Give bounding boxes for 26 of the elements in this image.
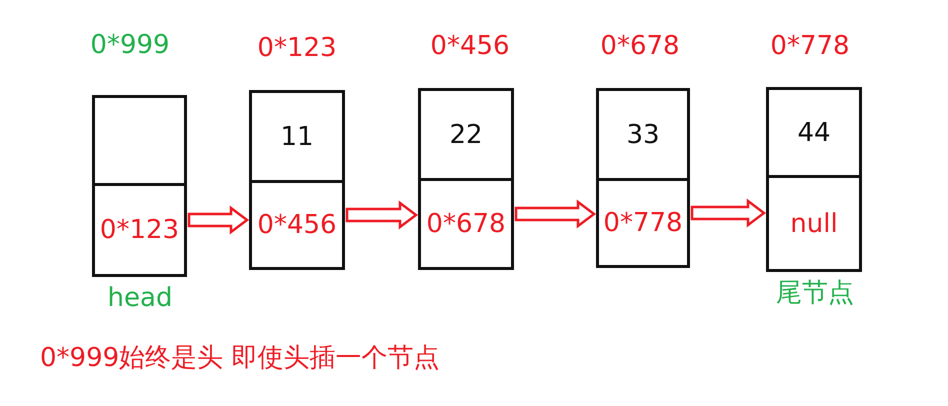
address-label: 0*778 [770, 31, 850, 61]
address-label: 0*123 [257, 33, 337, 63]
list-node-box [249, 90, 345, 270]
address-label: 0*999 [90, 30, 170, 60]
pointer-cell: 0*456 [252, 183, 342, 267]
data-cell: 22 [421, 91, 511, 181]
pointer-cell: 0*123 [95, 186, 184, 274]
pointer-cell: 0*778 [599, 181, 687, 265]
hollow-arrow [514, 200, 596, 228]
list-node-box [418, 88, 514, 270]
list-node-box [596, 88, 690, 268]
node-caption: head [108, 283, 172, 313]
data-cell: 11 [252, 93, 342, 183]
hollow-arrow [346, 200, 418, 230]
hollow-arrow [690, 198, 766, 228]
node-caption: 尾节点 [776, 277, 854, 310]
list-node-box [92, 95, 187, 277]
data-cell: 44 [769, 90, 859, 178]
list-node-box [766, 87, 862, 272]
hollow-arrow [188, 206, 250, 234]
data-cell: 33 [599, 91, 687, 181]
address-label: 0*456 [430, 31, 510, 61]
pointer-cell: 0*678 [421, 181, 511, 267]
address-label: 0*678 [600, 31, 680, 61]
pointer-cell: null [769, 178, 859, 269]
note-text: 0*999始终是头 即使头插一个节点 [40, 342, 440, 375]
